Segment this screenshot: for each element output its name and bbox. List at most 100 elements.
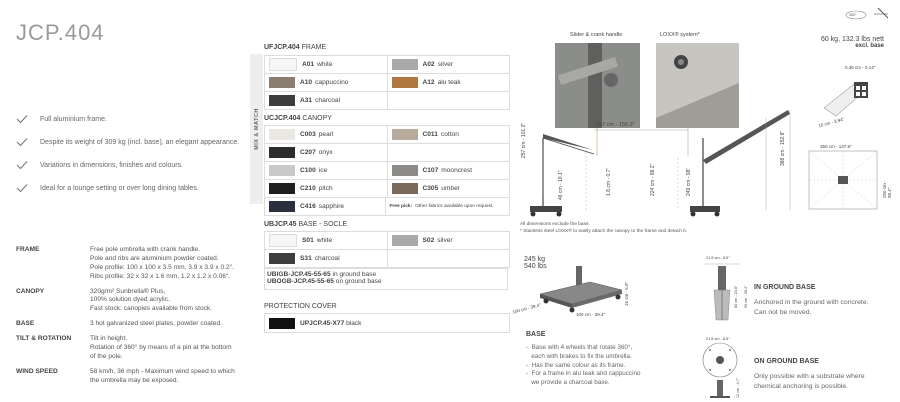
spec-value: Tilt in height.Rotation of 360° by means… — [90, 335, 250, 362]
color-swatch — [391, 183, 418, 194]
feature-item: Ideal for a lounge setting or over long … — [16, 183, 239, 193]
spec-key: BASE — [16, 320, 35, 328]
base-drawing — [539, 266, 623, 313]
canopy-section-title: UCJCP.404 CANOPY — [264, 115, 332, 122]
spec-line: Tilt in height. — [90, 335, 128, 343]
top-view — [808, 150, 878, 210]
spec-line: Ribs profile: 32 x 32 x 1.6 mm, 1.2 x 1.… — [90, 272, 231, 280]
swatch-name: alu teak — [437, 79, 461, 86]
swatch-name: charcoal — [314, 255, 340, 262]
in-ground-dim1: 21.5 cm - 8.5" — [706, 256, 730, 260]
base-bullet: each with brakes to fix the umbrella. — [531, 352, 632, 360]
in-ground-dim2: 60 cm - 23.6" — [734, 285, 738, 308]
spec-key: FRAME — [16, 246, 40, 253]
page-title: JCP.404 — [16, 20, 105, 45]
color-swatch — [269, 165, 295, 176]
swatch-code: C003 — [300, 131, 316, 138]
color-swatch — [269, 147, 295, 158]
swatch-code: C207 — [300, 149, 316, 156]
base-dim-w2: 100 cm - 39.4" — [576, 312, 606, 317]
spec-key: WIND SPEED — [16, 367, 58, 375]
label-slider: Slider & crank handle — [570, 32, 623, 38]
spec-line: 3 hot galvanized steel plates, powder co… — [90, 320, 222, 328]
check-icon — [16, 138, 28, 147]
top-dim: 350 cm - 137.8" — [820, 144, 852, 149]
swatch-cell — [388, 144, 510, 161]
rib-dim: 0.36 cm - 0.14" — [845, 65, 876, 70]
color-swatch — [391, 165, 418, 176]
swatch-name: pitch — [318, 185, 333, 192]
swatch-code: C011 — [422, 131, 438, 138]
spec-row: TILT & ROTATION Tilt in height.Rotation o… — [16, 335, 250, 362]
color-swatch — [391, 129, 418, 140]
swatch-code: A12 — [422, 79, 435, 86]
color-swatch — [269, 201, 295, 212]
feature-item: Variations in dimensions, finishes and c… — [16, 160, 239, 170]
feature-text: Ideal for a lounge setting or over long … — [40, 184, 199, 192]
base-bullets: - Base with 4 wheels that rotate 360°, e… — [526, 344, 640, 388]
umbrella-diagram — [530, 43, 791, 217]
mix-match-tab: MIX & MATCH — [250, 54, 263, 204]
swatch-code: C305 — [422, 185, 439, 192]
spec-line: the umbrella may be exposed. — [90, 376, 179, 384]
color-swatch — [269, 58, 297, 71]
dim-224: 224 cm - 88.2" — [650, 163, 656, 196]
check-icon — [16, 161, 28, 170]
base-dim-h: 15 cm - 5.9" — [624, 281, 629, 306]
base-title: BASE — [526, 331, 546, 338]
swatch-name: charcoal — [315, 97, 341, 104]
swatch-cell — [388, 250, 510, 267]
color-swatch — [391, 235, 418, 246]
spec-key: TILT & ROTATION — [16, 335, 72, 343]
spec-line: Pole profile: 100 x 100 x 3.5 mm, 3.9 x … — [90, 263, 234, 271]
base-weight: 245 kg 540 lbs — [524, 256, 547, 270]
spec-row: BASE 3 hot galvanized steel plates, powde… — [16, 320, 250, 329]
in-ground-title: IN GROUND BASE — [754, 284, 816, 291]
swatch-name: silver — [437, 237, 453, 244]
base-bullet: we provide a charcoal base. — [531, 379, 610, 387]
swatch-code: Free pick: — [389, 204, 413, 209]
side-dim: 250 cm - 98.4" — [882, 180, 892, 198]
dim-249: 249 cm - 98" — [686, 167, 692, 196]
feature-text: Full aluminium frame. — [40, 115, 107, 123]
swatch-code: C210 — [300, 185, 316, 192]
spec-line: 58 km/h, 36 mph - Maximum wind speed to … — [90, 367, 235, 375]
base-bullet: - Base with 4 wheels that rotate 360°, — [526, 344, 633, 351]
swatch-code: A10 — [300, 79, 313, 86]
spec-table: FRAME Free pole umbrella with crank handl… — [16, 246, 250, 392]
spec-line: Free pole umbrella with crank handle. — [90, 246, 200, 253]
swatch-code: C107 — [422, 167, 439, 174]
base-section-title: UBJCP.45 BASE - SOCLE — [264, 221, 348, 228]
swatch-name: pearl — [318, 131, 334, 138]
in-ground-dim3: 90 cm - 35.4" — [744, 285, 748, 308]
spec-value: 58 km/h, 36 mph - Maximum wind speed to … — [90, 368, 250, 386]
feature-item: Full aluminium frame. — [16, 114, 239, 124]
color-swatch — [269, 77, 295, 88]
spec-line: Fast stock: canopies available from stoc… — [90, 305, 213, 313]
dim-18: 1.8 cm - 0.7" — [606, 167, 612, 196]
spec-line: 100% solution dyed acrylic. — [90, 296, 170, 304]
rotation-label: 360° — [849, 13, 857, 17]
pole-profile — [823, 82, 868, 117]
swatch-name: silver — [437, 61, 453, 68]
color-swatch — [391, 77, 418, 88]
swatch-name: ice — [318, 167, 328, 174]
swatch-code: S01 — [302, 237, 314, 244]
swatch-name: Other fabrics available upon request. — [415, 204, 494, 209]
swatch-name: umber — [441, 185, 460, 192]
